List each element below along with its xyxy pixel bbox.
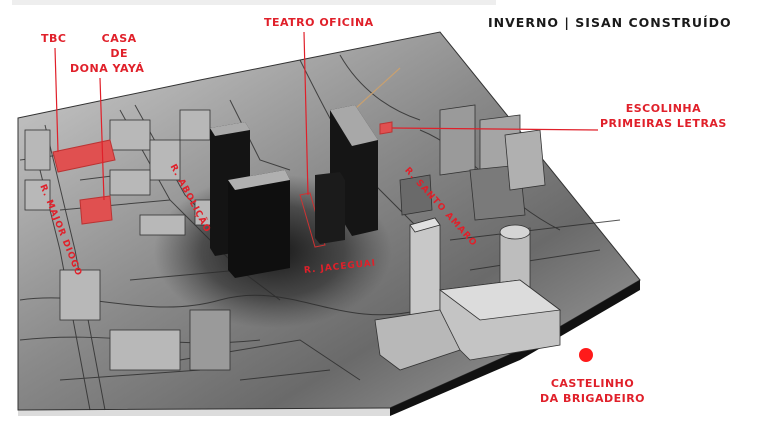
teatro-oficina-building: [299, 192, 326, 248]
label-casa-line1: CASA: [101, 32, 137, 45]
label-casa-dona-yaya: CASA DE DONA YAYÁ: [70, 31, 144, 76]
label-casa-line2: DE: [110, 47, 128, 60]
highlight-buildings: [52, 121, 393, 248]
top-bar: [12, 0, 496, 5]
leader-lines: [54, 31, 599, 201]
dark-towers: [210, 105, 378, 278]
label-castelinho-line1: CASTELINHO: [550, 377, 635, 390]
label-escolinha-line2: PRIMEIRAS LETRAS: [600, 117, 727, 130]
tbc-building: [52, 139, 116, 173]
castelinho-marker: [579, 348, 593, 362]
label-castelinho: CASTELINHO DA BRIGADEIRO: [540, 376, 645, 406]
label-castelinho-line2: DA BRIGADEIRO: [540, 392, 646, 405]
casa-dona-yaya-building: [79, 195, 113, 225]
label-teatro-oficina: TEATRO OFICINA: [264, 16, 374, 29]
light-towers: [374, 104, 562, 371]
escolinha-building: [379, 121, 393, 135]
label-tbc: TBC: [41, 32, 67, 45]
label-casa-line3: DONA YAYÁ: [70, 62, 145, 75]
label-escolinha: ESCOLINHA PRIMEIRAS LETRAS: [600, 101, 727, 131]
city-blocks-left: [24, 109, 231, 371]
map-title: INVERNO | SISAN CONSTRUÍDO: [488, 15, 732, 30]
label-escolinha-line1: ESCOLINHA: [625, 102, 702, 115]
